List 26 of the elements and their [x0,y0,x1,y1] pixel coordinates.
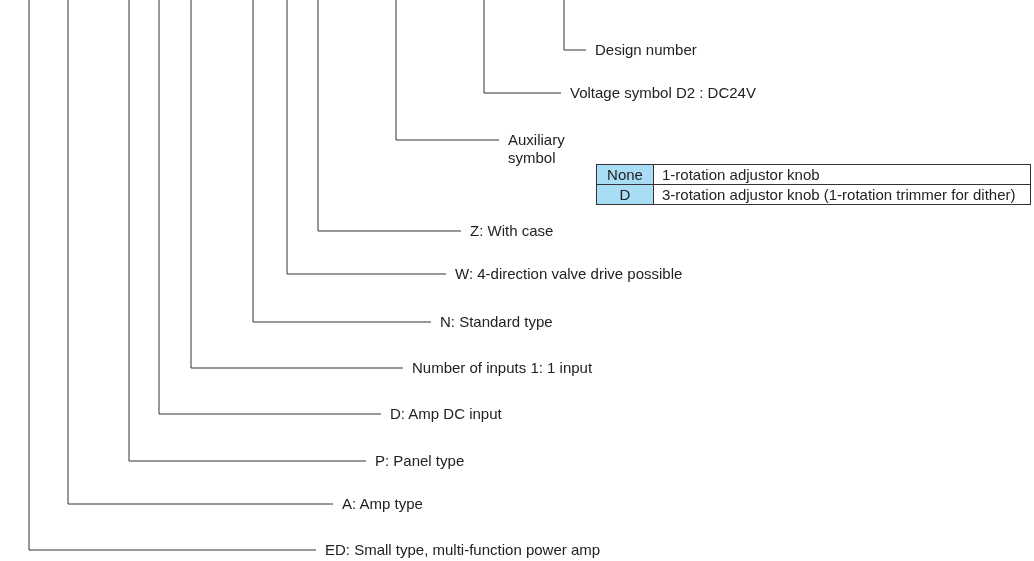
callout-text: Voltage symbol D2 : DC24V [561,84,756,102]
leader-line [563,0,587,51]
callout-text: W: 4-direction valve drive possible [446,265,683,283]
leader-line [286,0,447,275]
callout-text: Number of inputs 1: 1 input [403,359,593,377]
callout-text: N: Standard type [431,313,553,331]
callout-text: A: Amp type [333,495,423,513]
leader-line [28,0,317,551]
leader-line [395,0,500,141]
callout-text: P: Panel type [366,452,465,470]
callout-text: Z: With case [461,222,554,240]
table-cell: None [596,164,654,185]
leader-line [317,0,462,232]
table-cell: D [596,184,654,205]
leader-line [252,0,432,323]
callout-text: D: Amp DC input [381,405,502,423]
table-cell: 3-rotation adjustor knob (1-rotation trimmer for dither) [653,184,1031,205]
leader-line [158,0,382,415]
leader-line [128,0,367,462]
callout-text: ED: Small type, multi-function power amp [316,541,601,559]
leader-line [67,0,334,505]
table-cell: 1-rotation adjustor knob [653,164,1031,185]
leader-line [483,0,562,94]
callout-text: Design number [586,41,697,59]
callout-text: Auxiliary symbol [499,131,578,167]
leader-line [190,0,404,369]
